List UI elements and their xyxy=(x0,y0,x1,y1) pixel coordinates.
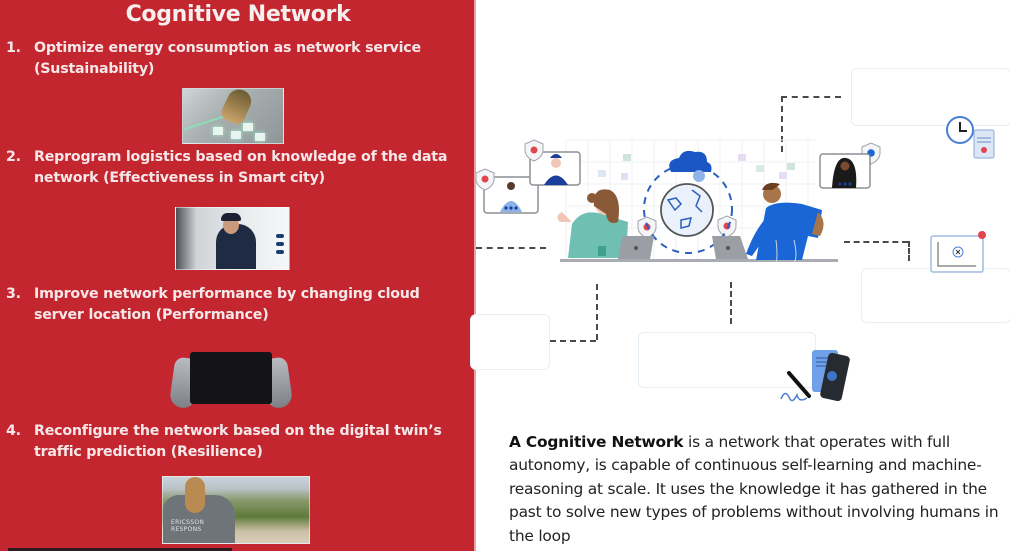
definition-text: is a network that operates with full aut… xyxy=(509,433,999,545)
connector-line xyxy=(730,282,732,324)
illustration-graphics xyxy=(476,116,995,402)
document-icon xyxy=(973,129,995,159)
truck-driver-photo xyxy=(175,207,290,270)
connector-line xyxy=(550,340,596,342)
item-number: 2. xyxy=(6,149,21,165)
item-text: Optimize energy consumption as network s… xyxy=(34,40,421,77)
placeholder-card xyxy=(470,314,550,370)
connector-line xyxy=(781,96,841,98)
slide-panel: Cognitive Network 1. Optimize energy con… xyxy=(0,0,476,551)
cognitive-network-illustration xyxy=(470,0,1010,420)
video-call-tile xyxy=(483,176,539,214)
ericsson-response-photo: ERICSSON RESPONS xyxy=(162,476,310,544)
slide-title: Cognitive Network xyxy=(125,2,351,27)
list-item-resilience: 4. Reconfigure the network based on the … xyxy=(6,421,468,463)
connector-line xyxy=(844,241,908,243)
phone-fingerprint-icon xyxy=(812,350,850,402)
item-number: 1. xyxy=(6,40,21,56)
connector-line xyxy=(596,284,598,340)
definition-term: A Cognitive Network xyxy=(509,433,684,451)
connector-line xyxy=(781,96,783,152)
placeholder-card xyxy=(638,332,816,388)
cognitive-network-definition: A Cognitive Network is a network that op… xyxy=(509,431,1009,548)
list-item-effectiveness: 2. Reprogram logistics based on knowledg… xyxy=(6,147,468,189)
item-text: Reprogram logistics based on knowledge o… xyxy=(34,149,448,186)
shirt-text: ERICSSON RESPONS xyxy=(171,519,205,533)
list-item-sustainability: 1. Optimize energy consumption as networ… xyxy=(6,38,468,80)
clock-icon xyxy=(946,116,974,144)
cloud-globe-graphic xyxy=(643,150,733,254)
divider xyxy=(8,548,232,551)
list-item-performance: 3. Improve network performance by changi… xyxy=(6,284,468,326)
smart-city-model-photo xyxy=(182,88,284,144)
handheld-game-console-photo xyxy=(168,350,294,410)
chart-search-icon xyxy=(930,231,986,273)
placeholder-card xyxy=(851,68,1010,126)
item-text: Reconfigure the network based on the dig… xyxy=(34,423,442,460)
item-text: Improve network performance by changing … xyxy=(34,286,420,323)
connector-line xyxy=(908,241,910,261)
item-number: 3. xyxy=(6,286,21,302)
pen-icon xyxy=(780,371,811,402)
connector-line xyxy=(476,247,546,249)
item-number: 4. xyxy=(6,423,21,439)
placeholder-card xyxy=(861,268,1010,323)
